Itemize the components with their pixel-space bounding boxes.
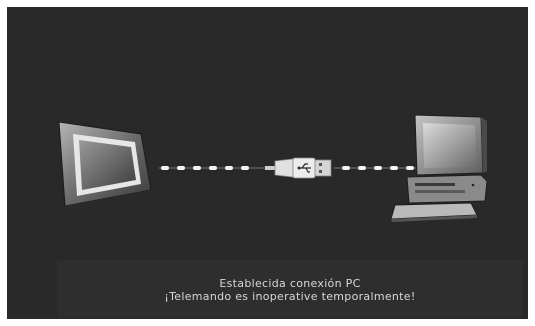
photo-frame-icon (58, 121, 152, 210)
desktop-computer-icon (390, 114, 487, 222)
usb-plug-icon (265, 157, 332, 179)
remote-disabled-text: ¡Telemando es inoperative temporalmente! (164, 290, 416, 303)
usb-cable-right (334, 166, 416, 170)
connection-status-text: Establecida conexión PC (219, 277, 361, 290)
device-screen: Establecida conexión PC ¡Telemando es in… (7, 7, 528, 319)
usb-cable-left (159, 166, 269, 170)
status-message-panel: Establecida conexión PC ¡Telemando es in… (57, 260, 523, 318)
